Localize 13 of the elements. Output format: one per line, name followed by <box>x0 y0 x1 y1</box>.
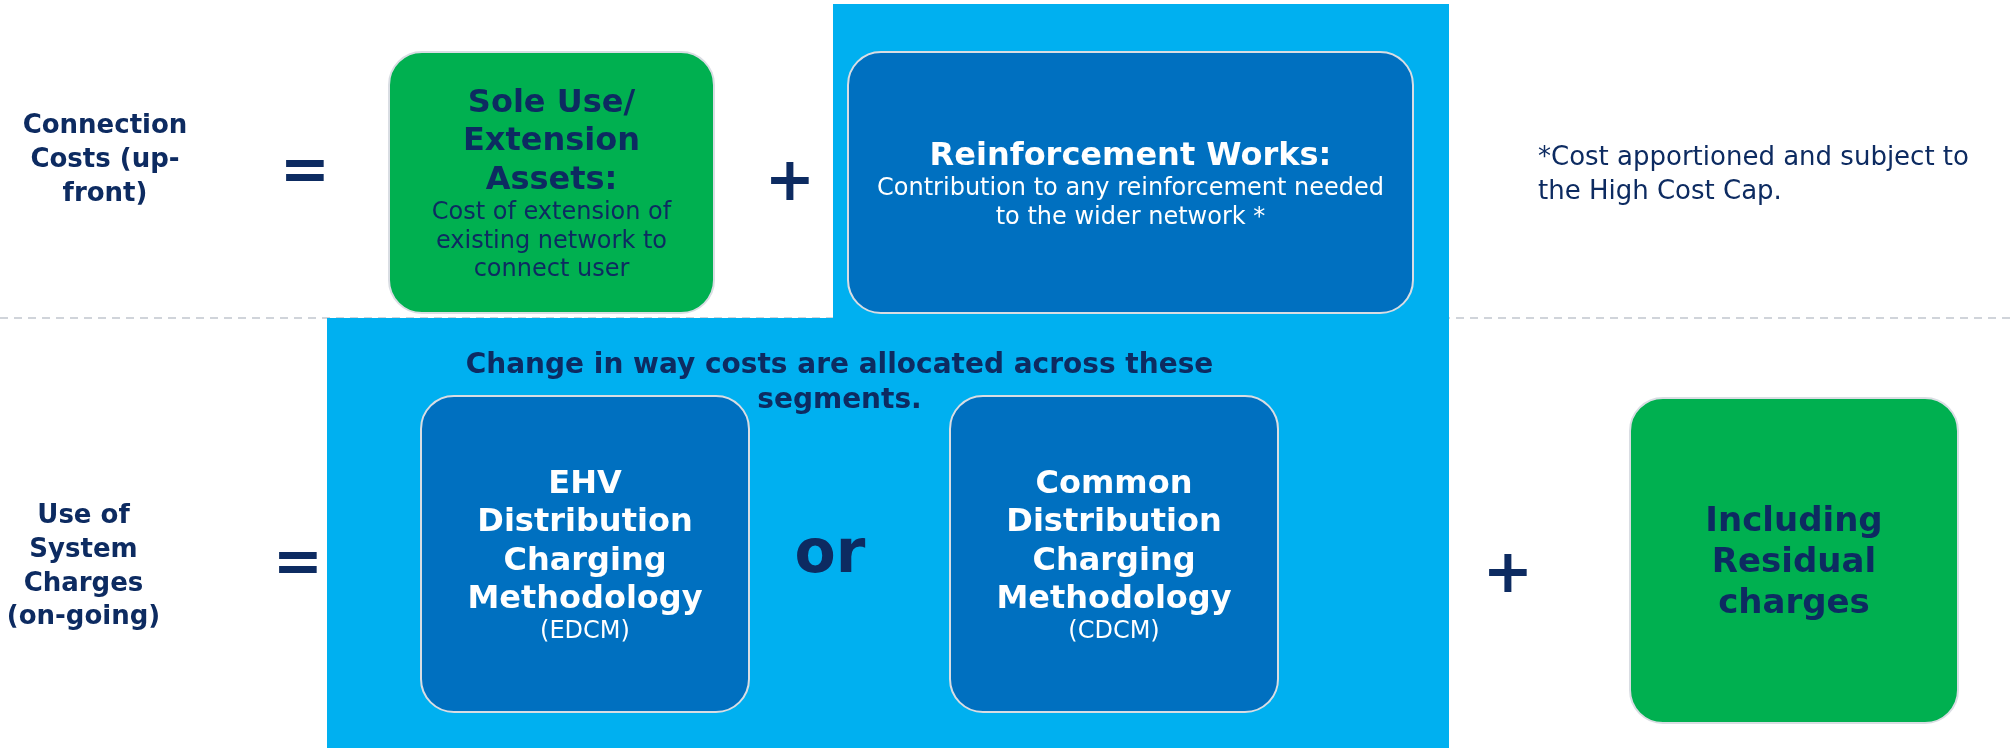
plus-sign: + <box>1481 535 1535 608</box>
methodology-box: Common Distribution Charging Methodology (CDCM) <box>949 395 1279 713</box>
methodology-box: EHV Distribution Charging Methodology (EDCM) <box>420 395 750 713</box>
cost-box: Sole Use/ Extension Assets: Cost of extension of existing network to connect user <box>388 51 715 314</box>
equals-sign: = <box>271 525 325 598</box>
cost-box: Reinforcement Works: Contribution to any reinforcement needed to the wider network * <box>847 51 1414 314</box>
plus-sign: + <box>763 143 817 216</box>
row-label: Use of System Charges (on-going) <box>5 498 162 633</box>
equals-sign: = <box>278 133 332 206</box>
row-label: Connection Costs (up-front) <box>21 108 189 209</box>
or-text: or <box>793 515 867 588</box>
footnote: *Cost apportioned and subject to the High Cost Cap. <box>1538 140 1970 207</box>
charge-box: Including Residual charges <box>1629 397 1959 724</box>
